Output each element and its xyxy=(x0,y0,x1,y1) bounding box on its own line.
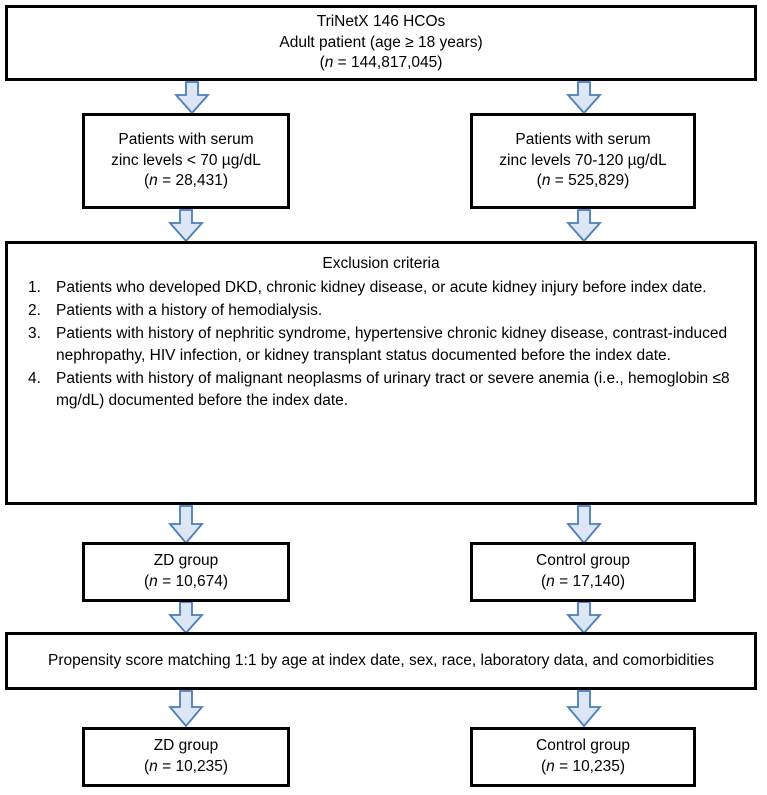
control-group-matched-label: Control group xyxy=(536,737,630,755)
zd-group-matched-label: ZD group xyxy=(153,737,219,755)
normal-zinc-count: (n = 525,829) xyxy=(536,172,630,190)
control-group-matched-box: Control group (n = 10,235) xyxy=(470,727,696,787)
propensity-score-matching-box: Propensity score matching 1:1 by age at … xyxy=(5,632,757,690)
zinc-deficient-count: (n = 28,431) xyxy=(143,172,229,190)
exclusion-criteria-box: Exclusion criteria Patients who develope… xyxy=(5,241,757,505)
exclusion-item: Patients with history of malignant neopl… xyxy=(28,368,730,409)
zd-group-matched-count: (n = 10,235) xyxy=(143,758,229,775)
control-group-matched-count: (n = 10,235) xyxy=(540,758,626,775)
down-arrow-icon-propensity-to-zd xyxy=(168,690,204,728)
control-group-prematch-count: (n = 17,140) xyxy=(540,573,626,590)
down-arrow-icon-zinclow-to-exclusion xyxy=(168,209,204,243)
source-population-line-1: TriNetX 146 HCOs xyxy=(316,13,446,31)
exclusion-criteria-title: Exclusion criteria xyxy=(322,255,440,272)
zd-group-prematch-box: ZD group (n = 10,674) xyxy=(82,542,290,602)
down-arrow-icon-zd-to-propensity xyxy=(168,601,204,635)
exclusion-item: Patients who developed DKD, chronic kidn… xyxy=(28,277,707,299)
zinc-deficient-cohort-box: Patients with serum zinc levels < 70 µg/… xyxy=(82,113,290,209)
down-arrow-icon-propensity-to-control xyxy=(566,690,602,728)
source-population-count: (n = 144,817,045) xyxy=(319,54,443,72)
control-group-prematch-label: Control group xyxy=(536,552,630,570)
source-population-line-2: Adult patient (age ≥ 18 years) xyxy=(279,33,483,51)
zinc-deficient-line-1: Patients with serum xyxy=(118,131,254,149)
normal-zinc-line-1: Patients with serum xyxy=(515,131,651,149)
down-arrow-icon-root-to-control xyxy=(566,81,602,115)
down-arrow-icon-zincnorm-to-exclusion xyxy=(566,209,602,243)
normal-zinc-line-2: zinc levels 70-120 µg/dL xyxy=(499,151,667,169)
exclusion-item: Patients with a history of hemodialysis. xyxy=(28,300,323,322)
control-group-prematch-box: Control group (n = 17,140) xyxy=(470,542,696,602)
source-population-box: TriNetX 146 HCOs Adult patient (age ≥ 18… xyxy=(5,5,757,81)
zd-group-prematch-count: (n = 10,674) xyxy=(143,573,229,590)
zd-group-prematch-label: ZD group xyxy=(153,552,219,570)
exclusion-item: Patients with history of nephritic syndr… xyxy=(28,323,728,364)
zinc-deficient-line-2: zinc levels < 70 µg/dL xyxy=(111,151,261,169)
zd-group-matched-box: ZD group (n = 10,235) xyxy=(82,727,290,787)
down-arrow-icon-root-to-zd xyxy=(174,81,210,115)
down-arrow-icon-control-to-propensity xyxy=(566,601,602,635)
down-arrow-icon-exclusion-to-zd xyxy=(168,505,204,545)
propensity-score-matching-text: Propensity score matching 1:1 by age at … xyxy=(47,651,714,669)
down-arrow-icon-exclusion-to-control xyxy=(566,505,602,545)
exclusion-criteria-list: Patients who developed DKD, chronic kidn… xyxy=(22,277,740,412)
normal-zinc-cohort-box: Patients with serum zinc levels 70-120 µ… xyxy=(470,113,696,209)
